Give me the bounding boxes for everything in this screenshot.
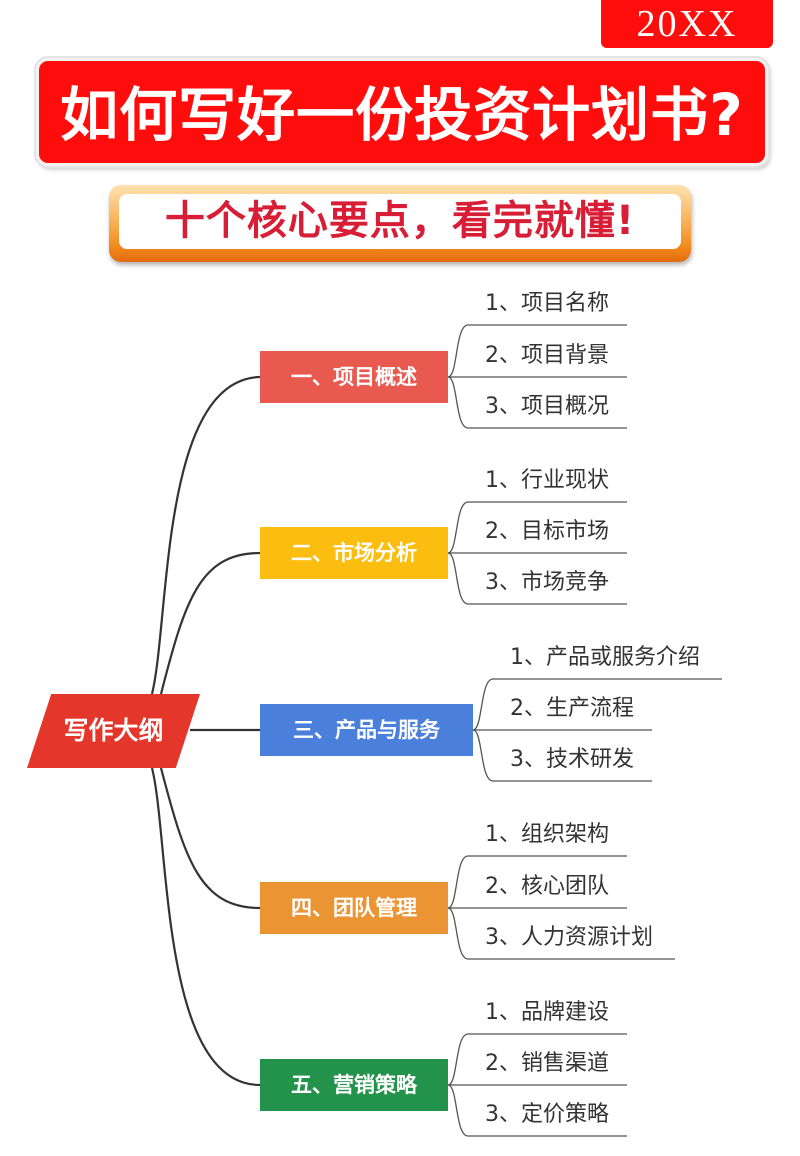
leaf-item[interactable]: 3、技术研发 [510,747,634,772]
leaf-item[interactable]: 3、定价策略 [485,1102,609,1127]
root-parallelogram [27,694,200,768]
subtitle-banner: 十个核心要点，看完就懂! [109,185,691,262]
branch-node-product-service[interactable]: 三、产品与服务 [260,704,473,756]
leaf-item[interactable]: 1、产品或服务介绍 [510,645,700,670]
root-connectors [150,375,261,1087]
branch-node-team-management[interactable]: 四、团队管理 [260,882,448,934]
leaf-item[interactable]: 2、生产流程 [510,696,634,721]
leaf-item[interactable]: 1、组织架构 [485,822,609,847]
leaf-connectors [447,324,722,1137]
leaf-item[interactable]: 1、行业现状 [485,468,609,493]
leaf-item[interactable]: 2、项目背景 [485,343,609,368]
leaf-item[interactable]: 1、项目名称 [485,291,609,316]
branch-node-project-overview[interactable]: 一、项目概述 [260,351,448,403]
leaf-item[interactable]: 2、目标市场 [485,519,609,544]
leaf-item[interactable]: 3、项目概况 [485,394,609,419]
branch-node-market-analysis[interactable]: 二、市场分析 [260,527,448,579]
leaf-item[interactable]: 3、市场竞争 [485,570,609,595]
root-label: 写作大纲 [63,716,164,745]
leaf-item[interactable]: 2、核心团队 [485,874,609,899]
subtitle-text: 十个核心要点，看完就懂! [119,194,681,249]
leaf-item[interactable]: 2、销售渠道 [485,1051,609,1076]
root-node[interactable]: 写作大纲 [27,694,200,768]
page-title: 如何写好一份投资计划书? [36,58,768,166]
branch-node-marketing-strategy[interactable]: 五、营销策略 [260,1059,448,1111]
year-badge: 20XX [601,0,773,48]
leaf-item[interactable]: 1、品牌建设 [485,1000,609,1025]
leaf-item[interactable]: 3、人力资源计划 [485,925,653,950]
